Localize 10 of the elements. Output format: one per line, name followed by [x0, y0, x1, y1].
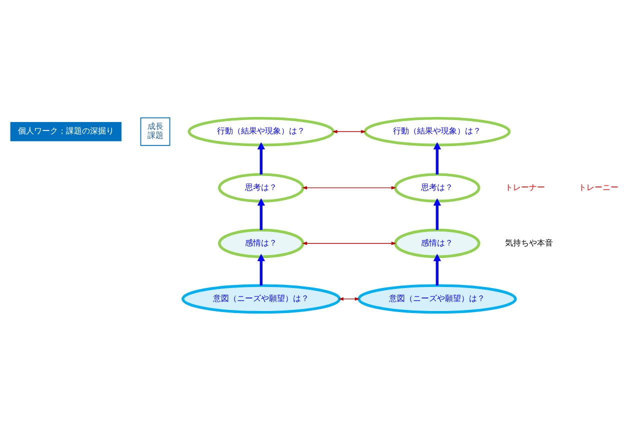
arrow	[257, 253, 266, 286]
arrow	[302, 186, 396, 190]
arrow	[433, 142, 442, 174]
arrow	[338, 296, 360, 300]
arrow	[302, 241, 396, 245]
arrow	[257, 142, 266, 174]
arrow	[433, 253, 442, 286]
arrow	[257, 198, 266, 230]
arrow	[433, 198, 442, 230]
arrow	[332, 129, 366, 133]
